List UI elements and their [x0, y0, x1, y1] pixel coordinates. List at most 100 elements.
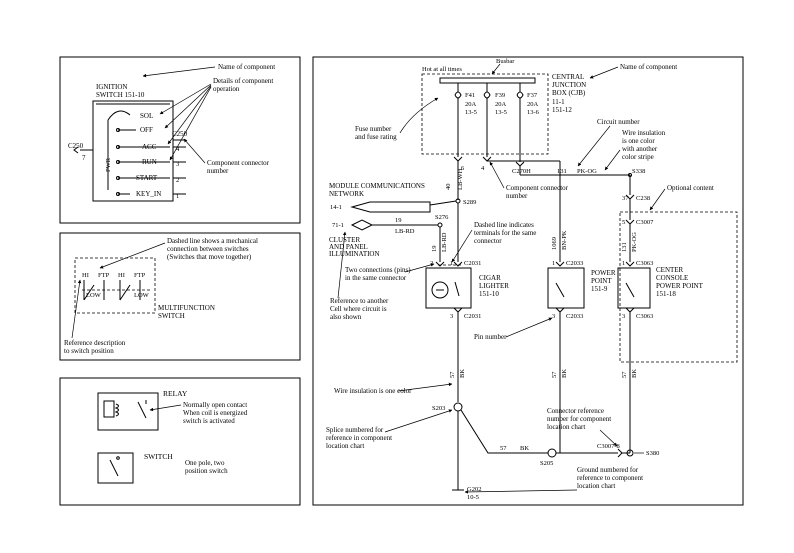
pin-2: 2 — [430, 260, 433, 267]
cjb-title-4: 11-1 — [552, 98, 565, 106]
two-connections-note-2: in the same connector — [345, 274, 407, 282]
connector-c2031: C2031 — [464, 260, 481, 267]
switch-note-2: position switch — [185, 467, 228, 475]
wire-bk-d: BK — [520, 445, 529, 452]
ignition-switch-panel: Name of component IGNITION SWITCH 151-10… — [59, 56, 301, 224]
wire-insulation-note-4: color stripe — [622, 153, 654, 161]
module-network-2: NETWORK — [329, 190, 364, 198]
ground-g202: G202 — [467, 486, 481, 493]
wire-pk-og-2: PK-OG — [631, 232, 638, 252]
fuse-f39: F39 — [495, 92, 505, 99]
pin-4: 4 — [481, 165, 485, 172]
pwr-label: PWR — [105, 157, 112, 172]
pin-3: 3 — [450, 313, 453, 320]
ignition-details-label-2: operation — [213, 85, 240, 93]
connector-note-2: number — [207, 167, 229, 175]
relay-note-3: switch is activated — [183, 417, 235, 425]
multifunction-name: MULTIFUNCTION — [158, 304, 215, 312]
relay-symbol — [97, 392, 159, 431]
wire-lb-wh: LB-WH — [457, 168, 464, 190]
ignition-title: IGNITION — [96, 83, 128, 91]
cjb-title: CENTRAL — [552, 73, 584, 81]
power-point-label-2: POINT — [591, 277, 612, 285]
cigar-lighter-component — [425, 267, 472, 309]
wire-one-color-note: Wire insulation is one color — [334, 387, 412, 395]
fuse-f39-ref: 13-5 — [495, 109, 507, 116]
connector-c2033: C2033 — [566, 260, 583, 267]
center-console-label: CENTER — [656, 266, 684, 274]
pin-6: 6 — [461, 165, 465, 172]
fuse-f41-amp: 20A — [465, 101, 477, 108]
ref-other-note-2: Cell where circuit is — [330, 305, 387, 313]
relay-switch-panel: RELAY Normally open contact When coil is… — [59, 377, 301, 506]
circuit-57a: 57 — [449, 371, 456, 378]
circuit-number-label: Circuit number — [597, 118, 640, 126]
switch-symbol — [97, 452, 134, 484]
pin-1b: 1 — [552, 260, 555, 267]
multifunction-name-2: SWITCH — [158, 312, 185, 320]
main-panel-border — [312, 56, 744, 506]
main-name-label: Name of component — [620, 63, 677, 71]
fuse-note: Fuse number — [355, 125, 392, 133]
central-junction-box — [421, 73, 549, 155]
splice-s276: S276 — [435, 214, 449, 221]
switch-note: One pole, two — [185, 459, 225, 467]
ref-14-1: 14-1 — [330, 204, 342, 211]
pin-3c: 3 — [622, 313, 625, 320]
splice-s289: S289 — [463, 199, 476, 206]
circuit-131b: 131 — [621, 242, 628, 252]
circuit-131: 131 — [557, 168, 567, 175]
fuse-f37-ref: 13-6 — [527, 109, 540, 116]
reference-note: Reference description — [64, 339, 126, 347]
wire-bk-c: BK — [631, 369, 638, 378]
pin-3b: 3 — [552, 313, 555, 320]
power-point-label: POWER — [591, 269, 616, 277]
module-network: MODULE COMMUNICATIONS — [329, 182, 425, 190]
wire-insulation-note-3: with another — [622, 145, 658, 153]
cjb-title-2: JUNCTION — [552, 81, 586, 89]
connector-c3007: C3007 — [636, 219, 654, 226]
circuit-57b: 57 — [551, 371, 558, 378]
wire-bn-pk: BN-PK — [561, 230, 568, 250]
center-console-label-4: 151-18 — [656, 290, 676, 298]
low-label-2: LOW — [134, 292, 150, 299]
ftp-label-2: FTP — [134, 272, 146, 279]
switch-label: SWITCH — [144, 452, 173, 461]
ignition-c250-right: C250 — [172, 130, 188, 138]
mechanical-note-3: (Switches that move together) — [167, 253, 252, 261]
fuse-f39-amp: 20A — [495, 101, 507, 108]
cjb-title-3: BOX (CJB) — [552, 89, 586, 97]
position-off: OFF — [140, 126, 153, 134]
ignition-pin-7: 7 — [82, 154, 86, 162]
cluster-label-2: AND PANEL — [329, 243, 368, 251]
mechanical-note-2: connection between switches — [167, 245, 249, 253]
connector-c3007-8: C3007-8 — [597, 443, 620, 450]
low-label: LOW — [86, 292, 102, 299]
cigar-lighter-label: CIGAR — [479, 274, 501, 282]
fuse-f41: F41 — [465, 92, 475, 99]
ignition-details-label: Details of component — [213, 77, 273, 85]
splice-s380-symbol — [626, 449, 634, 457]
main-diagram-panel: Hot at all times Busbar CENTRAL JUNCTION… — [312, 56, 744, 506]
connector-ref-note-3: location chart — [547, 423, 585, 431]
fuse-note-2: and fuse rating — [355, 133, 397, 141]
circuit-40: 40 — [445, 184, 452, 191]
cluster-label-3: ILLUMINATION — [329, 250, 380, 258]
center-console-label-2: CONSOLE — [656, 274, 688, 282]
ground-note-3: location chart — [577, 482, 615, 490]
dashed-note-2: terminals for the same — [474, 229, 536, 237]
splice-s380: S380 — [646, 450, 659, 457]
connector-c3063: C3063 — [636, 260, 653, 267]
splice-note: Splice numbered for — [326, 426, 384, 434]
ftp-label: FTP — [98, 272, 110, 279]
connector-note: Component connector — [207, 159, 270, 167]
relay-note-2: When coil is energized — [183, 409, 248, 417]
hi-label-2: HI — [118, 272, 125, 279]
wire-insulation-note-2: is one color — [622, 137, 655, 145]
cjb-title-5: 151-12 — [552, 106, 572, 114]
wire-insulation-note: Wire insulation — [622, 129, 666, 137]
connector-c2033b: C2033 — [566, 313, 583, 320]
ignition-pin-2: 2 — [176, 177, 179, 184]
ref-other-note-3: also shown — [330, 313, 362, 321]
two-connections-note: Two connections (pins) — [345, 266, 411, 274]
